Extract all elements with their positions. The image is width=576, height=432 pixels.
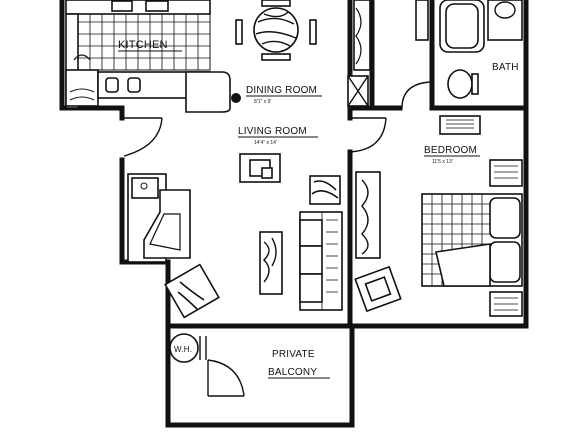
walls: [59, 0, 529, 428]
dresser-icon: [439, 115, 481, 135]
sink-counter-icon: [487, 0, 523, 41]
breakfast-bar: [185, 71, 231, 113]
coffee-table-icon: [259, 231, 283, 295]
fireplace-icon: [127, 173, 191, 263]
coffee-table-icon: [239, 153, 281, 183]
bedroom: BEDROOM 11'5 x 13': [354, 115, 523, 317]
dining-room-dimensions: 8'1" x 9': [254, 99, 271, 105]
refrigerator-icon: [65, 69, 99, 107]
water-heater-icon: [169, 333, 199, 363]
kitchen: KITCHEN: [65, 0, 241, 113]
pillow-icon: [489, 241, 521, 283]
door-swing-arc: [349, 117, 387, 153]
armchair-icon: [164, 263, 220, 319]
sofa-icon: [299, 211, 343, 311]
bath: BATH: [415, 0, 523, 99]
dining-chair-icon: [235, 19, 243, 45]
balcony-label-line1: PRIVATE: [272, 349, 315, 360]
dining-table-icon: [253, 7, 299, 53]
living-room-label: LIVING ROOM: [238, 126, 307, 137]
dining-room: DINING ROOM 8'1" x 9': [235, 0, 322, 105]
closet: [347, 0, 431, 109]
private-balcony: W.H. PRIVATE BALCONY: [169, 333, 330, 397]
toilet-tank: [471, 73, 479, 95]
burner-icon: [127, 77, 141, 93]
bed-icon: [421, 193, 523, 287]
vanity-icon: [415, 0, 429, 41]
pillow-icon: [489, 197, 521, 239]
burner-icon: [105, 77, 119, 93]
sink-icon: [145, 0, 169, 12]
toilet-icon: [447, 69, 473, 99]
door-swing-arc: [401, 81, 431, 109]
living-room-dimensions: 14'4" x 14': [254, 140, 277, 146]
chair-icon: [354, 265, 402, 313]
sink-icon: [111, 0, 133, 12]
bath-label: BATH: [492, 62, 519, 73]
dining-room-label: DINING ROOM: [246, 85, 317, 96]
living-room: LIVING ROOM 14'4" x 14': [123, 117, 387, 319]
kitchen-counter-top: [65, 0, 211, 15]
dining-chair-icon: [261, 53, 291, 61]
water-heater-label: W.H.: [174, 345, 192, 354]
closet-shelf: [353, 0, 371, 71]
door-swing-arc: [123, 117, 163, 157]
dining-chair-icon: [261, 0, 291, 7]
sink-icon: [494, 1, 516, 19]
nightstand-icon: [489, 159, 523, 187]
kitchen-label: KITCHEN: [118, 39, 168, 51]
dining-chair-icon: [309, 19, 317, 45]
door-swing-arc: [207, 359, 245, 397]
lamp-table-icon: [261, 167, 273, 179]
balcony-label-line2: BALCONY: [268, 367, 317, 378]
bedroom-label: BEDROOM: [424, 145, 477, 156]
bedroom-dimensions: 11'5 x 13': [432, 159, 453, 165]
column-icon: [231, 93, 241, 103]
